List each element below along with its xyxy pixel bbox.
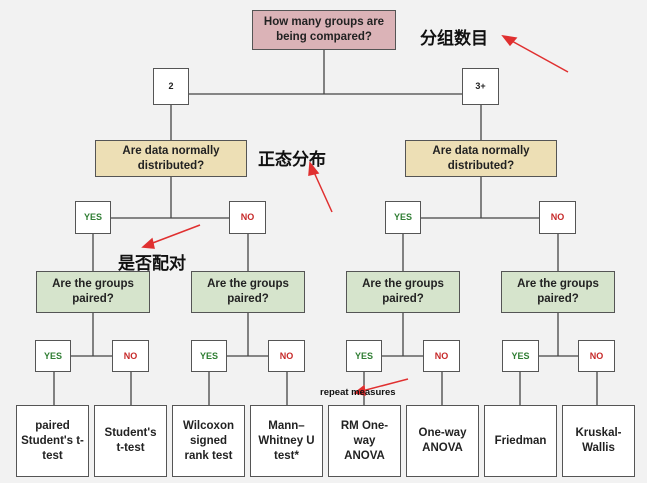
yes-box-paired-1: YES [35, 340, 71, 372]
arrow-group-count [509, 39, 569, 73]
arrow-pairing [149, 224, 201, 245]
three-plus-groups-box: 3+ [462, 68, 499, 105]
yes-box-paired-4: YES [502, 340, 539, 372]
leaf-student-t-test: Student's t-test [94, 405, 167, 477]
yes-box-paired-3: YES [346, 340, 382, 372]
paired-question-1: Are the groups paired? [36, 271, 150, 313]
annotation-pairing: 是否配对 [118, 254, 186, 274]
no-box-normal-right: NO [539, 201, 576, 234]
leaf-wilcoxon: Wilcoxon signed rank test [172, 405, 245, 477]
annotation-repeat-measures: repeat measures [320, 387, 396, 398]
annotation-normality: 正态分布 [258, 150, 326, 170]
leaf-mann-whitney: Mann–Whitney U test* [250, 405, 323, 477]
paired-question-2: Are the groups paired? [191, 271, 305, 313]
arrow-normality [312, 169, 333, 213]
yes-box-normal-right: YES [385, 201, 421, 234]
two-groups-box: 2 [153, 68, 189, 105]
normality-question-left: Are data normally distributed? [95, 140, 247, 177]
no-box-paired-4: NO [578, 340, 615, 372]
yes-box-paired-2: YES [191, 340, 227, 372]
leaf-one-way-anova: One-way ANOVA [406, 405, 479, 477]
no-box-paired-3: NO [423, 340, 460, 372]
no-box-paired-1: NO [112, 340, 149, 372]
arrow-repeat-measures [361, 378, 409, 392]
leaf-kruskal-wallis: Kruskal-Wallis [562, 405, 635, 477]
no-box-normal-left: NO [229, 201, 266, 234]
leaf-friedman: Friedman [484, 405, 557, 477]
leaf-paired-t-test: paired Student's t-test [16, 405, 89, 477]
annotation-group-count: 分组数目 [420, 29, 488, 49]
normality-question-right: Are data normally distributed? [405, 140, 557, 177]
paired-question-4: Are the groups paired? [501, 271, 615, 313]
yes-box-normal-left: YES [75, 201, 111, 234]
root-question-box: How many groups are being compared? [252, 10, 396, 50]
leaf-rm-anova: RM One-way ANOVA [328, 405, 401, 477]
paired-question-3: Are the groups paired? [346, 271, 460, 313]
no-box-paired-2: NO [268, 340, 305, 372]
